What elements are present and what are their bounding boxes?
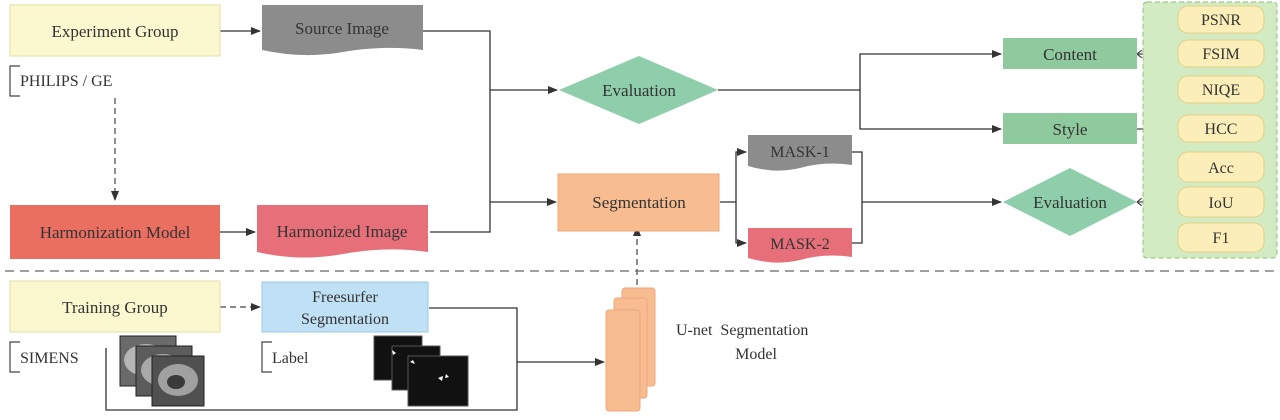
unet-label-line1: U-net Segmentation (676, 322, 808, 339)
training-loop-line (105, 307, 518, 411)
experiment-group-box (9, 4, 221, 57)
content-box (1003, 38, 1137, 69)
freesurfer-label-line1: Freesurfer (312, 289, 378, 306)
metric-f1-pill (1177, 222, 1265, 253)
philips-bracket (9, 65, 20, 97)
evaluation-top-label: Evaluation (602, 81, 676, 100)
label-mask-stack (373, 335, 469, 407)
metric-niqe-label: NIQE (1202, 82, 1240, 99)
simens-label: SIMENS (20, 350, 79, 367)
freesurfer-box (261, 281, 429, 333)
mask-bus (852, 151, 863, 244)
harmonization-model-label: Harmonization Model (40, 223, 191, 242)
source-image-shape (262, 5, 423, 56)
label-bracket (261, 341, 272, 373)
metric-iou-label: IoU (1209, 195, 1234, 212)
arrow-evaluation-to-content (718, 50, 1002, 91)
metric-pills (1177, 5, 1265, 253)
metric-psnr-label: PSNR (1201, 12, 1241, 29)
metric-fsim-pill (1177, 39, 1265, 68)
metric-acc-label: Acc (1208, 160, 1234, 177)
metric-iou-pill (1177, 186, 1265, 218)
connectors (105, 27, 1002, 411)
harmonized-image-label: Harmonized Image (277, 222, 408, 241)
harmonized-image-shape (257, 205, 428, 258)
segmentation-label: Segmentation (592, 193, 686, 212)
evaluation-bottom-label: Evaluation (1033, 193, 1107, 212)
harmonization-model-box (10, 205, 220, 259)
training-group-box (9, 280, 221, 333)
arrow-seg-to-mask1 (720, 148, 747, 203)
unet-label-line2: Model (735, 346, 777, 363)
metric-hcc-pill (1177, 114, 1265, 143)
style-box (1003, 113, 1137, 144)
evaluation-top-diamond (559, 56, 718, 124)
unet-layer-1 (605, 309, 641, 412)
philips-ge-label: PHILIPS / GE (20, 73, 112, 90)
mri-image-stack (119, 335, 205, 407)
mask1-shape (748, 135, 852, 171)
label-mask-3 (407, 355, 469, 407)
evaluation-bottom-diamond (1003, 168, 1137, 236)
segmentation-box (557, 173, 720, 232)
metric-psnr-pill (1177, 5, 1265, 34)
metric-niqe-pill (1177, 75, 1265, 104)
arrow-seg-to-mask2 (735, 202, 747, 247)
source-harmonized-bus (423, 30, 491, 233)
experiment-group-label: Experiment Group (52, 22, 179, 41)
mask2-shape (748, 228, 852, 263)
training-group-label: Training Group (62, 298, 168, 317)
unet-model-stack (605, 287, 656, 412)
simens-bracket (9, 341, 20, 373)
metric-fsim-label: FSIM (1202, 46, 1239, 63)
metric-acc-pill (1177, 151, 1265, 183)
mask1-label: MASK-1 (770, 144, 830, 161)
arrow-evaluation-to-style (859, 90, 1002, 133)
label-text: Label (272, 350, 309, 367)
mask2-label: MASK-2 (770, 236, 830, 253)
freesurfer-label-line2: Segmentation (301, 311, 389, 328)
style-label: Style (1053, 120, 1088, 139)
metric-hcc-label: HCC (1205, 121, 1238, 138)
source-image-label: Source Image (295, 19, 389, 38)
content-label: Content (1043, 45, 1097, 64)
metric-f1-label: F1 (1213, 230, 1230, 247)
